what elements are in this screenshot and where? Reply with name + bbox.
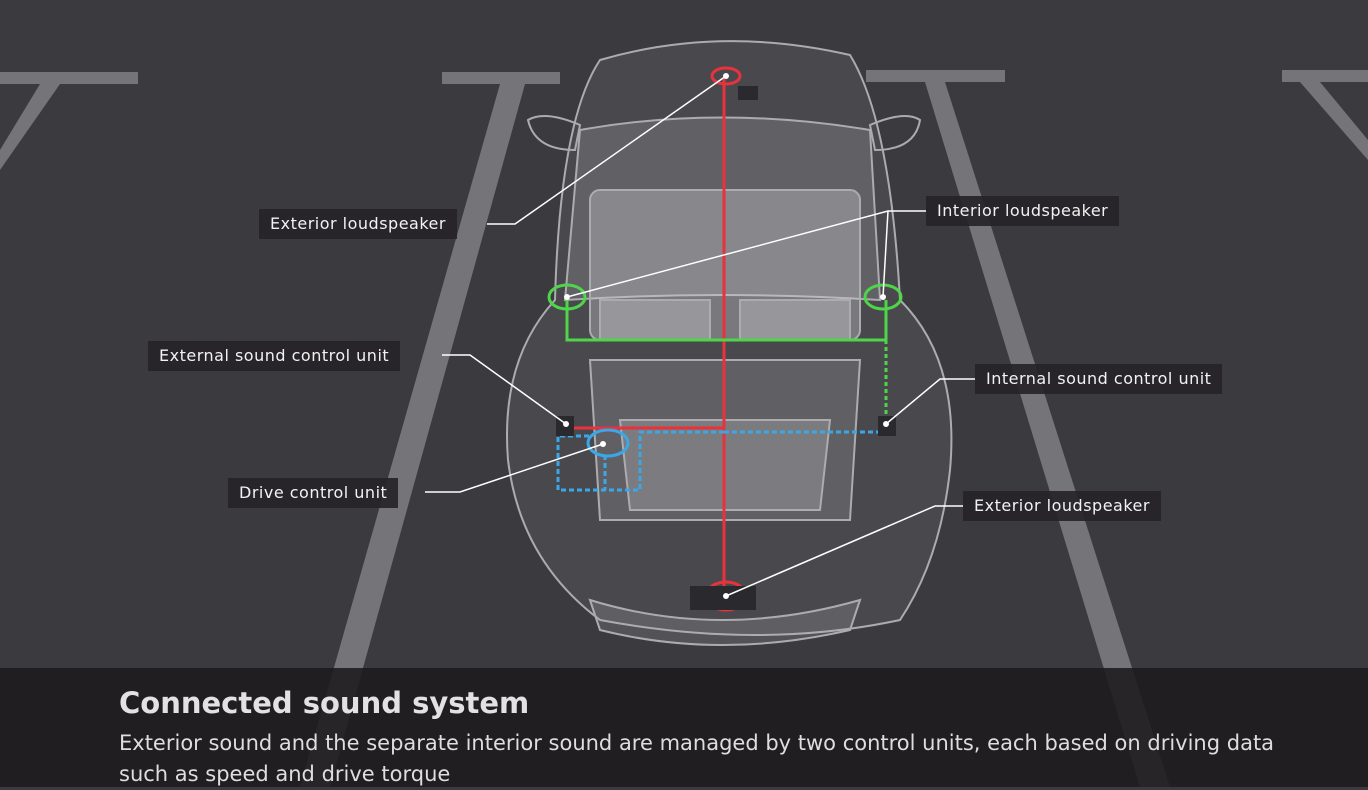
label-exterior-loudspeaker-rear: Exterior loudspeaker xyxy=(963,491,1161,521)
parking-lines xyxy=(0,70,1368,787)
label-external-sound-control-unit: External sound control unit xyxy=(148,341,401,371)
caption-body: Exterior sound and the separate interior… xyxy=(119,731,1275,786)
caption-bar: Connected sound system Exterior sound an… xyxy=(0,668,1368,787)
label-exterior-loudspeaker-front: Exterior loudspeaker xyxy=(259,209,457,239)
leader-lines xyxy=(425,75,975,597)
caption-title: Connected sound system xyxy=(119,686,530,720)
label-internal-sound-control-unit: Internal sound control unit xyxy=(975,364,1223,394)
label-drive-control-unit: Drive control unit xyxy=(228,478,399,508)
label-interior-loudspeaker: Interior loudspeaker xyxy=(926,196,1120,226)
